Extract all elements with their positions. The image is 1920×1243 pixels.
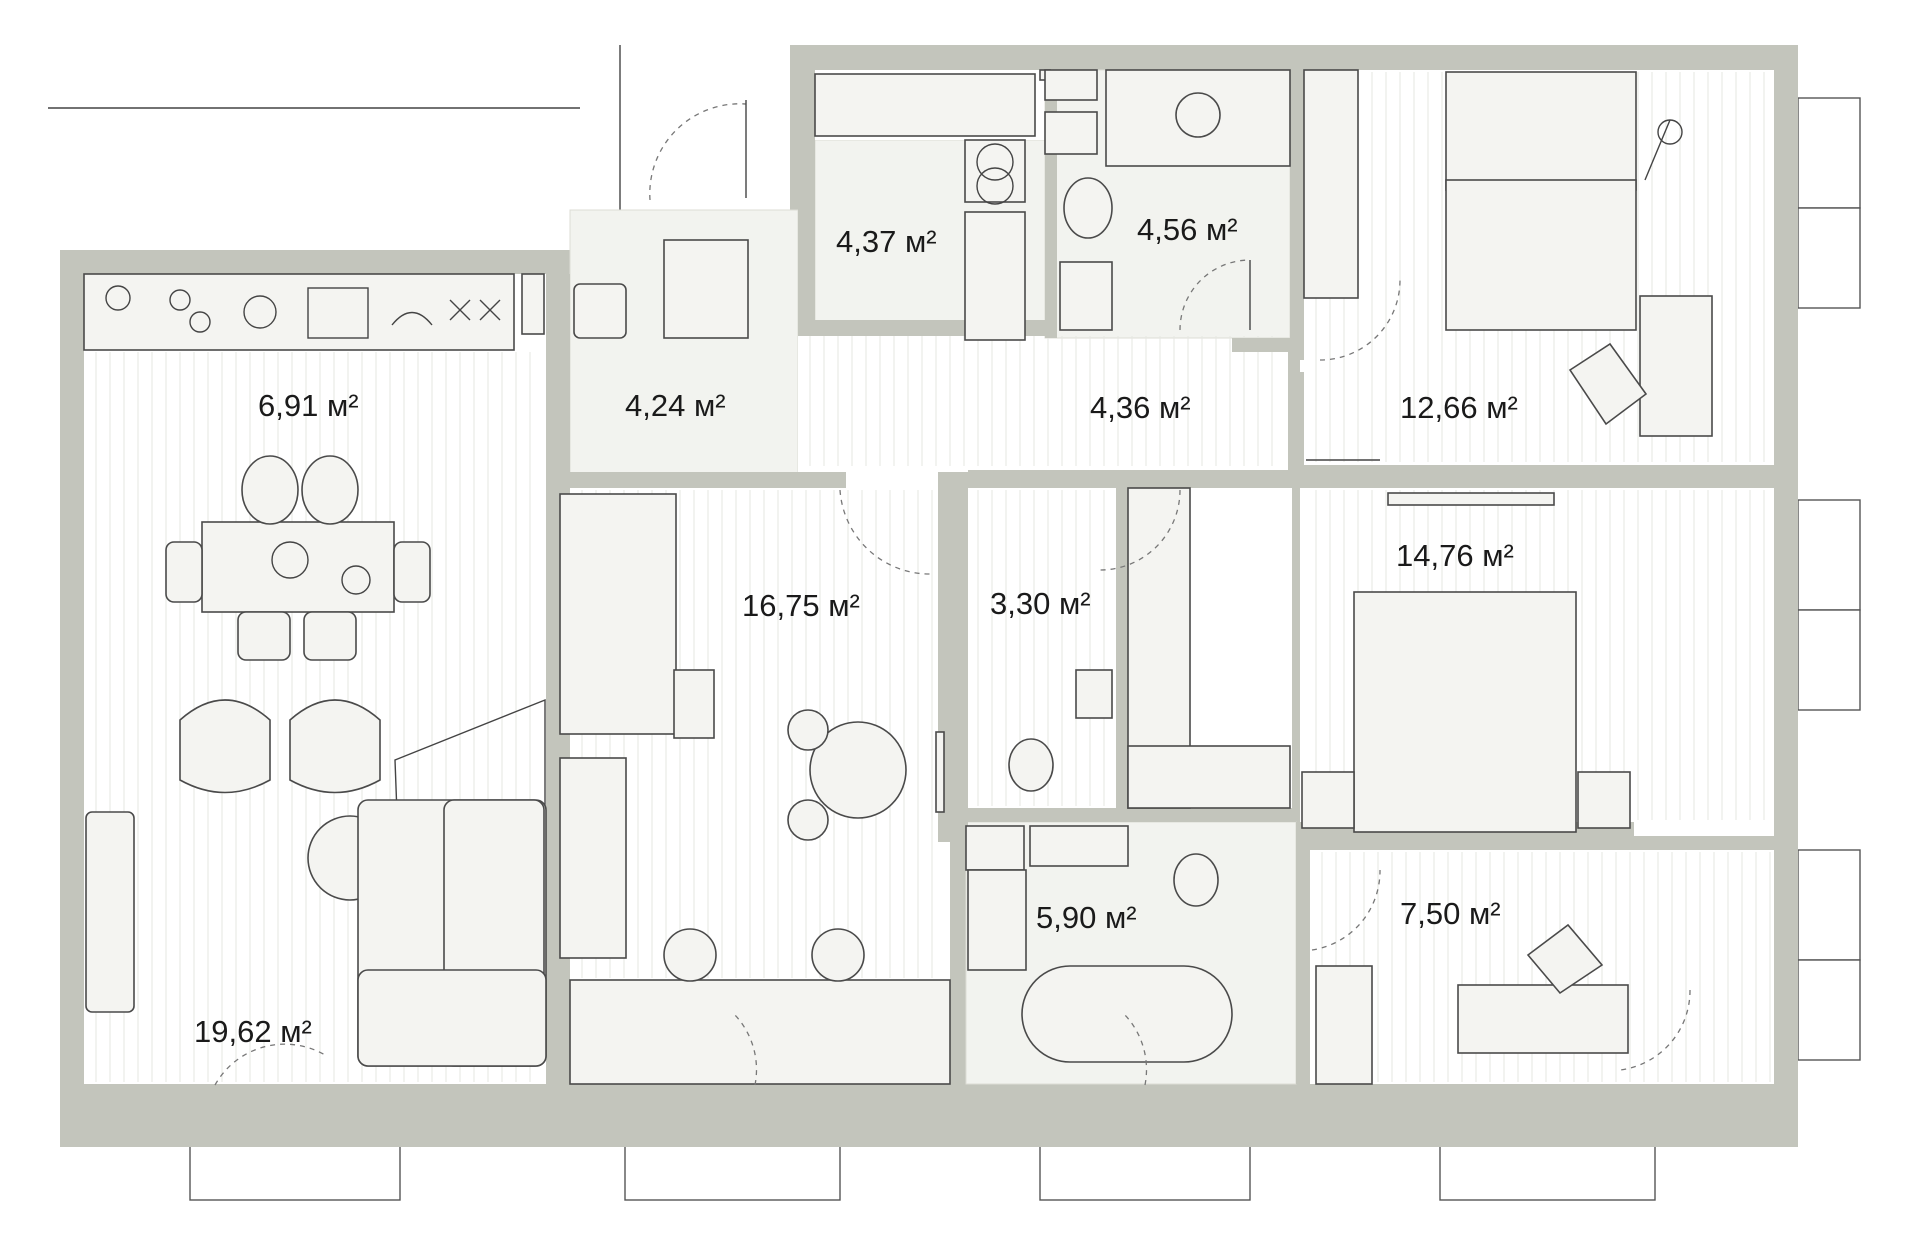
area-label-bedroom: 14,76 м² (1396, 538, 1514, 573)
area-label-hall: 4,24 м² (625, 388, 726, 423)
area-label-kitchen: 6,91 м² (258, 388, 359, 423)
area-label-children-room: 16,75 м² (742, 588, 860, 623)
outside-lines (48, 45, 1861, 1201)
area-label-living-room: 19,62 м² (194, 1014, 312, 1049)
area-labels: 6,91 м² 4,24 м² 4,37 м² 4,56 м² 4,36 м² … (194, 212, 1518, 1049)
internal-walls (546, 70, 1798, 1084)
area-label-bedroom-office: 12,66 м² (1400, 390, 1518, 425)
area-label-wc: 3,30 м² (990, 586, 1091, 621)
doors (214, 100, 1691, 1086)
area-label-study: 7,50 м² (1400, 896, 1501, 931)
area-label-corridor: 4,36 м² (1090, 390, 1191, 425)
area-label-bathroom: 5,90 м² (1036, 900, 1137, 935)
area-label-bathroom-small: 4,56 м² (1137, 212, 1238, 247)
furniture (83, 69, 1713, 1085)
area-label-laundry: 4,37 м² (836, 224, 937, 259)
